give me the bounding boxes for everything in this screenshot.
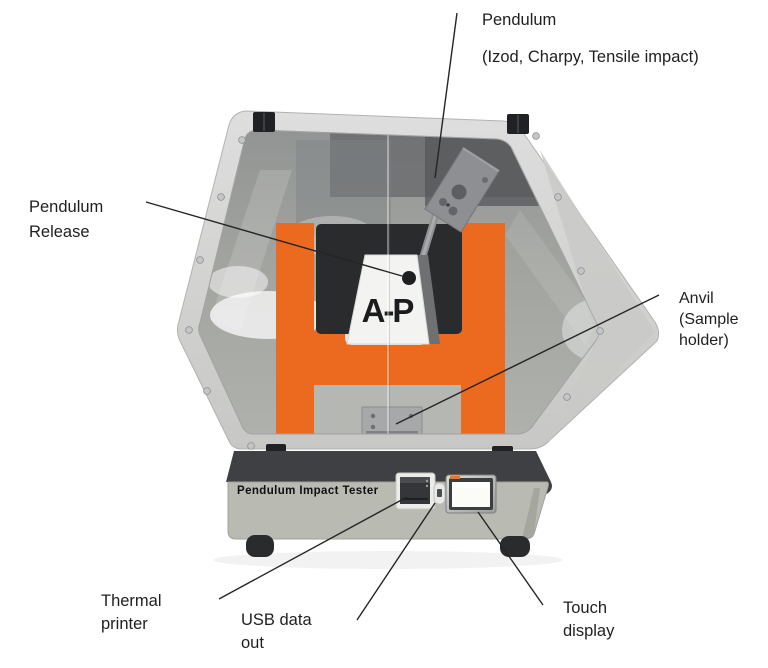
reflection (562, 298, 599, 362)
leader-pendulum-release (145, 201, 403, 277)
glass-glare (505, 210, 599, 345)
foot-right (500, 536, 530, 557)
h-frame-right-column (461, 223, 505, 434)
machine-nameplate: Pendulum Impact Tester (237, 485, 379, 497)
leader-anvil (395, 294, 660, 425)
frame-screws (185, 132, 604, 460)
label-thermal-printer: Thermal printer (101, 590, 162, 636)
usb-port (433, 482, 446, 505)
label-touch-display: Touch display (563, 597, 614, 643)
label-anvil-line3: holder) (679, 332, 729, 349)
machine-base (226, 451, 552, 557)
label-thermal-printer-line1: Thermal (101, 592, 162, 610)
label-thermal-printer-line2: printer (101, 615, 148, 633)
glass-glare (210, 170, 292, 332)
glass-edge (198, 129, 600, 435)
interior-shade (296, 140, 391, 235)
anvil-sample-holder (361, 406, 423, 434)
label-anvil-line2: (Sample (679, 311, 739, 328)
label-pendulum-release-line1: Pendulum (29, 198, 104, 216)
touch-display (445, 474, 497, 514)
leader-lines (145, 12, 660, 621)
leader-thermal-printer (218, 496, 408, 600)
pendulum-arm-highlight (419, 208, 439, 265)
label-pendulum-line1: Pendulum (482, 11, 557, 29)
label-usb-data-out: USB data out (241, 609, 312, 655)
enclosure-interior: A-P (198, 130, 599, 434)
h-frame-left-column (276, 223, 314, 434)
leader-touch-display (477, 511, 544, 606)
label-touch-display-line2: display (563, 622, 615, 640)
label-pendulum-release-line2: Release (29, 223, 90, 241)
thermal-printer (395, 472, 436, 510)
pendulum-release-knob (402, 271, 416, 285)
base-side-shade (522, 488, 540, 539)
label-usb-data-out-line2: out (241, 634, 264, 652)
label-pendulum-line2: (Izod, Charpy, Tensile impact) (482, 48, 699, 66)
enclosure-side-wall (540, 150, 655, 442)
label-pendulum-release: Pendulum Release (29, 195, 103, 245)
label-anvil-line1: Anvil (679, 290, 714, 307)
label-touch-display-line1: Touch (563, 599, 608, 617)
label-anvil: Anvil (Sample holder) (679, 288, 739, 351)
reflection (208, 266, 268, 298)
foot-left (246, 535, 274, 557)
pendulum-hammer (424, 147, 500, 233)
base-top-bevel (226, 451, 551, 482)
display-brand-mark (450, 476, 460, 479)
label-pendulum: Pendulum (Izod, Charpy, Tensile impact) (482, 9, 699, 69)
label-usb-data-out-line1: USB data (241, 611, 312, 629)
leader-pendulum (434, 12, 458, 179)
leader-usb-data-out (356, 502, 436, 621)
